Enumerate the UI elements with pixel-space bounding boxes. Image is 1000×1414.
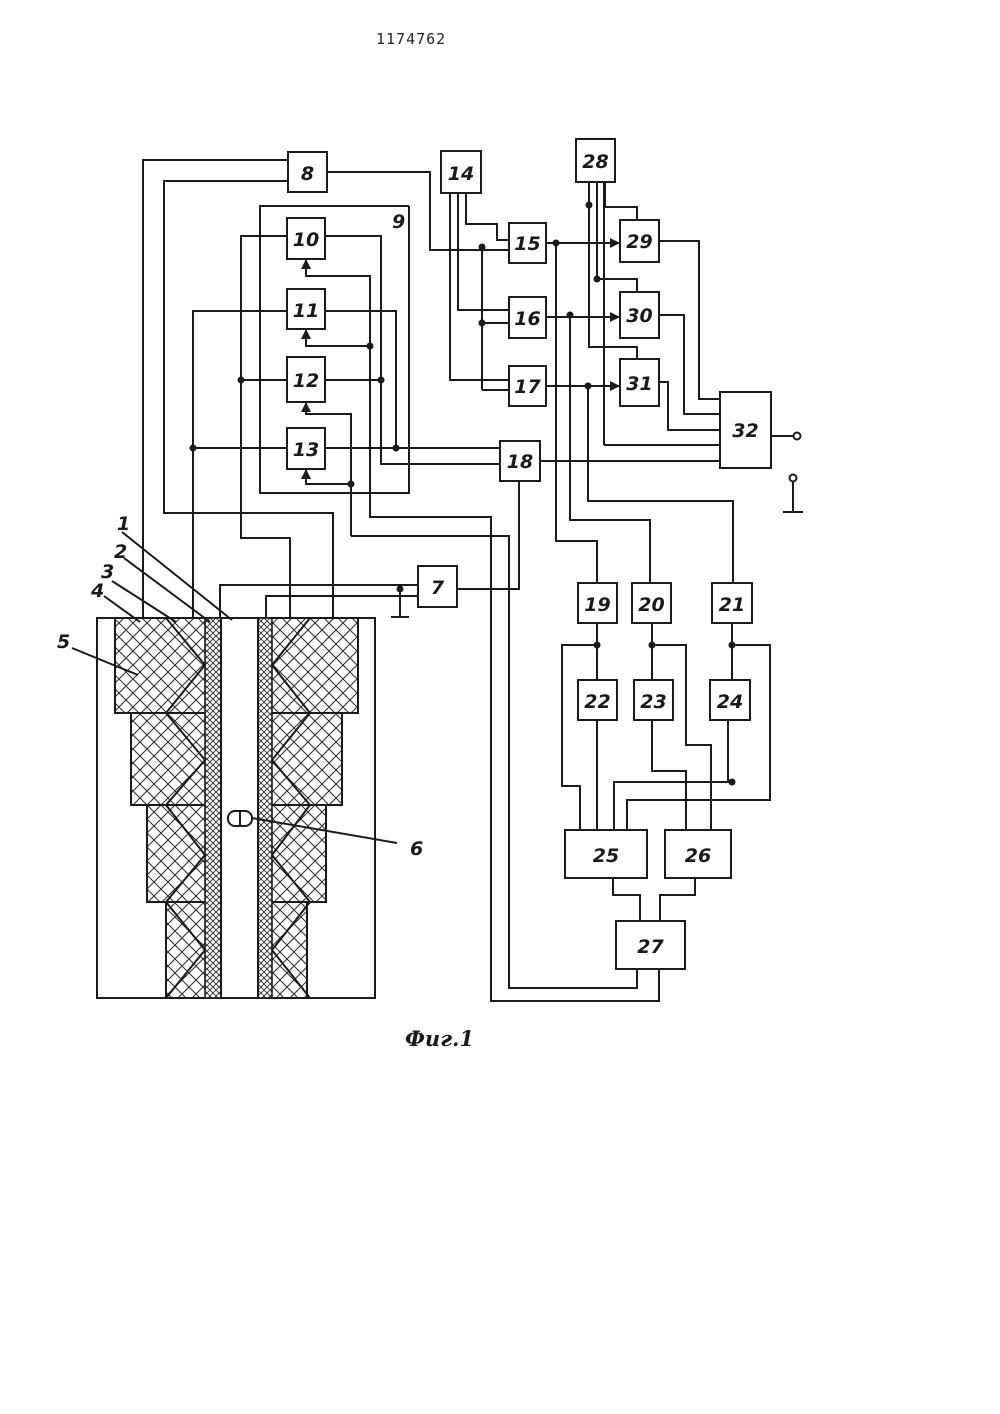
- block-19: 19: [578, 583, 617, 623]
- block-21: 21: [712, 583, 752, 623]
- block-8: 8: [288, 152, 327, 192]
- svg-text:23: 23: [640, 691, 666, 713]
- block-7: 7: [418, 566, 457, 607]
- ref-label-4: 4: [90, 580, 104, 602]
- block-26: 26: [665, 830, 731, 878]
- stepped-coil-left-1: [115, 618, 215, 713]
- svg-text:31: 31: [626, 373, 652, 395]
- svg-text:10: 10: [293, 229, 319, 251]
- ref-label-2: 2: [114, 541, 127, 563]
- svg-text:14: 14: [448, 163, 474, 185]
- svg-text:13: 13: [293, 439, 319, 461]
- svg-text:15: 15: [514, 233, 540, 255]
- block-24: 24: [710, 680, 750, 720]
- svg-text:22: 22: [584, 691, 610, 713]
- block-25: 25: [565, 830, 647, 878]
- svg-text:16: 16: [514, 308, 540, 330]
- block-27: 27: [616, 921, 685, 969]
- svg-text:21: 21: [719, 594, 745, 616]
- sample-capsule: [228, 811, 252, 826]
- block-13: 13: [287, 428, 325, 469]
- svg-text:30: 30: [626, 305, 652, 327]
- svg-text:20: 20: [638, 594, 664, 616]
- winding-layer-right: [258, 618, 272, 998]
- block-32: 32: [720, 392, 771, 468]
- block-31: 31: [620, 359, 659, 406]
- svg-text:7: 7: [431, 577, 445, 599]
- ref-label-6: 6: [410, 838, 423, 860]
- block-11: 11: [287, 289, 325, 329]
- ref-label-9: 9: [392, 211, 405, 233]
- block-18: 18: [500, 441, 540, 481]
- arrowheads: [301, 238, 620, 479]
- svg-text:24: 24: [717, 691, 743, 713]
- figure-caption: Фиг.1: [405, 1026, 474, 1051]
- block-12: 12: [287, 357, 325, 402]
- block-28: 28: [576, 139, 615, 182]
- block-10: 10: [287, 218, 325, 259]
- svg-text:17: 17: [514, 376, 541, 398]
- ref-label-1: 1: [117, 513, 130, 535]
- block-17: 17: [509, 366, 546, 406]
- block-20: 20: [632, 583, 671, 623]
- svg-text:27: 27: [637, 936, 664, 958]
- svg-text:32: 32: [732, 420, 758, 442]
- block-16: 16: [509, 297, 546, 338]
- block-23: 23: [634, 680, 673, 720]
- svg-text:25: 25: [593, 845, 619, 867]
- svg-text:28: 28: [582, 151, 608, 173]
- svg-text:18: 18: [507, 451, 533, 473]
- block-30: 30: [620, 292, 659, 338]
- svg-text:8: 8: [301, 163, 314, 185]
- block-22: 22: [578, 680, 617, 720]
- svg-text:12: 12: [293, 370, 319, 392]
- svg-text:29: 29: [626, 231, 652, 253]
- svg-text:11: 11: [293, 300, 319, 322]
- block-15: 15: [509, 223, 546, 263]
- probe-assembly: [97, 618, 375, 998]
- block-14: 14: [441, 151, 481, 193]
- block-29: 29: [620, 220, 659, 262]
- svg-text:19: 19: [584, 594, 610, 616]
- ref-label-5: 5: [57, 631, 70, 653]
- stepped-coil-left-2: [131, 713, 215, 805]
- svg-text:26: 26: [685, 845, 711, 867]
- winding-layer-left: [205, 618, 221, 998]
